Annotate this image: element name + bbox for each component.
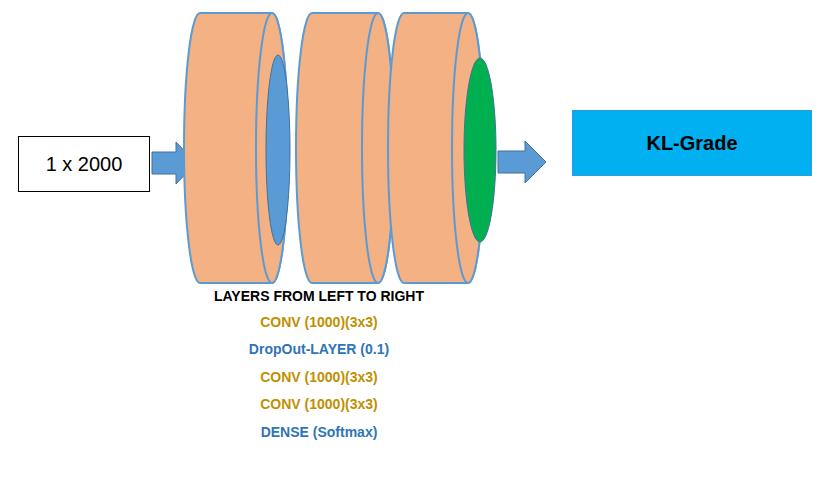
box-text: 1 x 2000 bbox=[46, 153, 123, 176]
box-text: KL-Grade bbox=[646, 132, 737, 155]
layer-label: DENSE (Softmax) bbox=[261, 424, 378, 440]
dense-layer bbox=[464, 58, 496, 242]
conv-layer bbox=[296, 13, 394, 283]
layer-label: CONV (1000)(3x3) bbox=[260, 369, 378, 385]
dropout-layer bbox=[266, 55, 290, 245]
layer-label: CONV (1000)(3x3) bbox=[260, 314, 378, 330]
input-box: 1 x 2000 bbox=[18, 136, 150, 192]
layer-label: CONV (1000)(3x3) bbox=[260, 396, 378, 412]
output-box: KL-Grade bbox=[572, 110, 812, 176]
list-heading: LAYERS FROM LEFT TO RIGHT bbox=[214, 288, 424, 304]
flow-arrow bbox=[498, 141, 546, 183]
layer-label: DropOut-LAYER (0.1) bbox=[249, 341, 389, 357]
